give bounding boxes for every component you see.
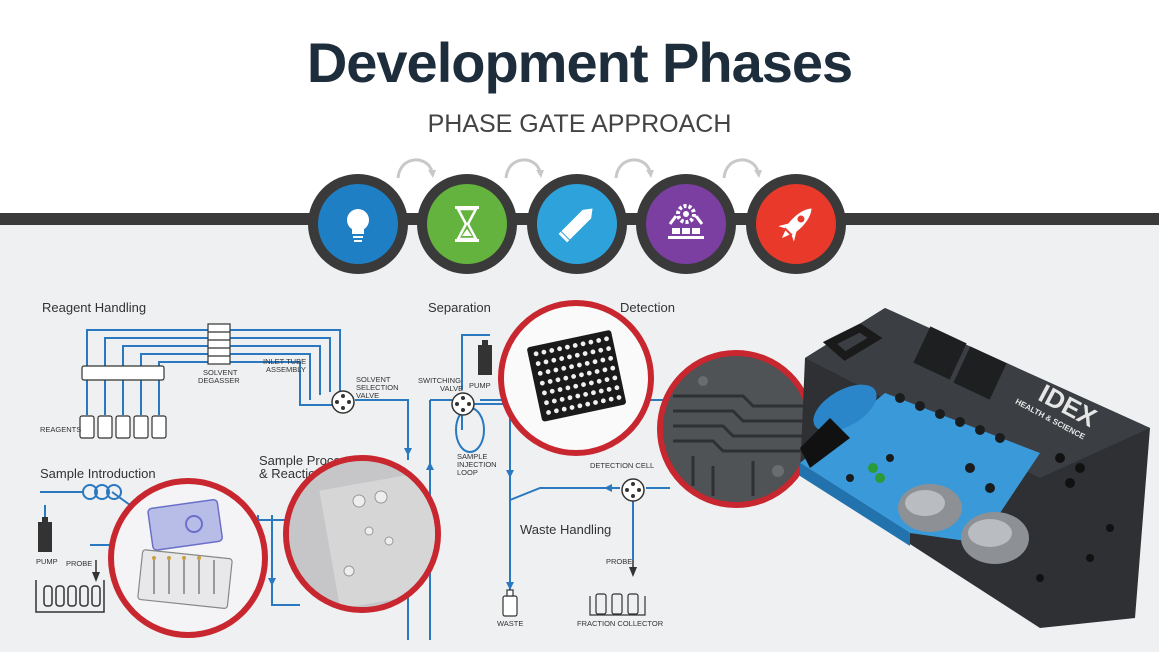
lightbulb-icon xyxy=(318,184,398,264)
label-waste: WASTE xyxy=(497,619,524,628)
callout-sample-chip-image xyxy=(108,478,268,638)
hourglass-icon xyxy=(427,184,507,264)
section-reagent-handling: Reagent Handling xyxy=(42,300,147,315)
callout-detection-chip-image xyxy=(657,350,815,508)
label-reagents: REAGENTS xyxy=(40,425,82,434)
label-inlet-tube-1: INLET TUBE xyxy=(263,357,307,366)
label-solvent-degasser-1: SOLVENT xyxy=(203,368,238,377)
product-device-image xyxy=(800,308,1150,628)
phase-development[interactable] xyxy=(636,174,736,274)
label-solvent-valve-2: SELECTION xyxy=(356,383,399,392)
phase-arrows xyxy=(396,158,762,179)
pencil-icon xyxy=(537,184,617,264)
label-pump-left: PUMP xyxy=(36,557,58,566)
label-pump-top: PUMP xyxy=(469,381,491,390)
label-probe-left: PROBE xyxy=(66,559,93,568)
callout-microplate-image xyxy=(498,300,654,456)
section-detection: Detection xyxy=(620,300,675,315)
label-sample-loop-1: SAMPLE xyxy=(457,452,488,461)
label-solvent-valve-3: VALVE xyxy=(356,391,380,400)
phase-ideation[interactable] xyxy=(308,174,408,274)
label-probe-right: PROBE xyxy=(606,557,633,566)
label-sample-loop-3: LOOP xyxy=(457,468,478,477)
page-title: Development Phases xyxy=(306,31,853,94)
phase-feasibility[interactable] xyxy=(417,174,517,274)
callout-microfluidic-plate-image xyxy=(283,455,441,613)
label-solvent-degasser-2: DEGASSER xyxy=(198,376,240,385)
section-separation: Separation xyxy=(428,300,491,315)
label-sample-loop-2: INJECTION xyxy=(457,460,497,469)
label-switching-valve-1: SWITCHING xyxy=(418,376,461,385)
label-solvent-valve-1: SOLVENT xyxy=(356,375,391,384)
label-fraction-collector: FRACTION COLLECTOR xyxy=(577,619,664,628)
section-waste-handling: Waste Handling xyxy=(520,522,612,537)
phase-design[interactable] xyxy=(527,174,627,274)
phase-launch[interactable] xyxy=(746,174,846,274)
label-inlet-tube-2: ASSEMBLY xyxy=(266,365,306,374)
section-sample-introduction: Sample Introduction xyxy=(40,466,156,481)
page-subtitle: PHASE GATE APPROACH xyxy=(427,110,732,138)
gear-assembly-icon xyxy=(646,184,726,264)
label-switching-valve-2: VALVE xyxy=(440,384,464,393)
label-detection-cell: DETECTION CELL xyxy=(590,461,655,470)
rocket-icon xyxy=(756,184,836,264)
